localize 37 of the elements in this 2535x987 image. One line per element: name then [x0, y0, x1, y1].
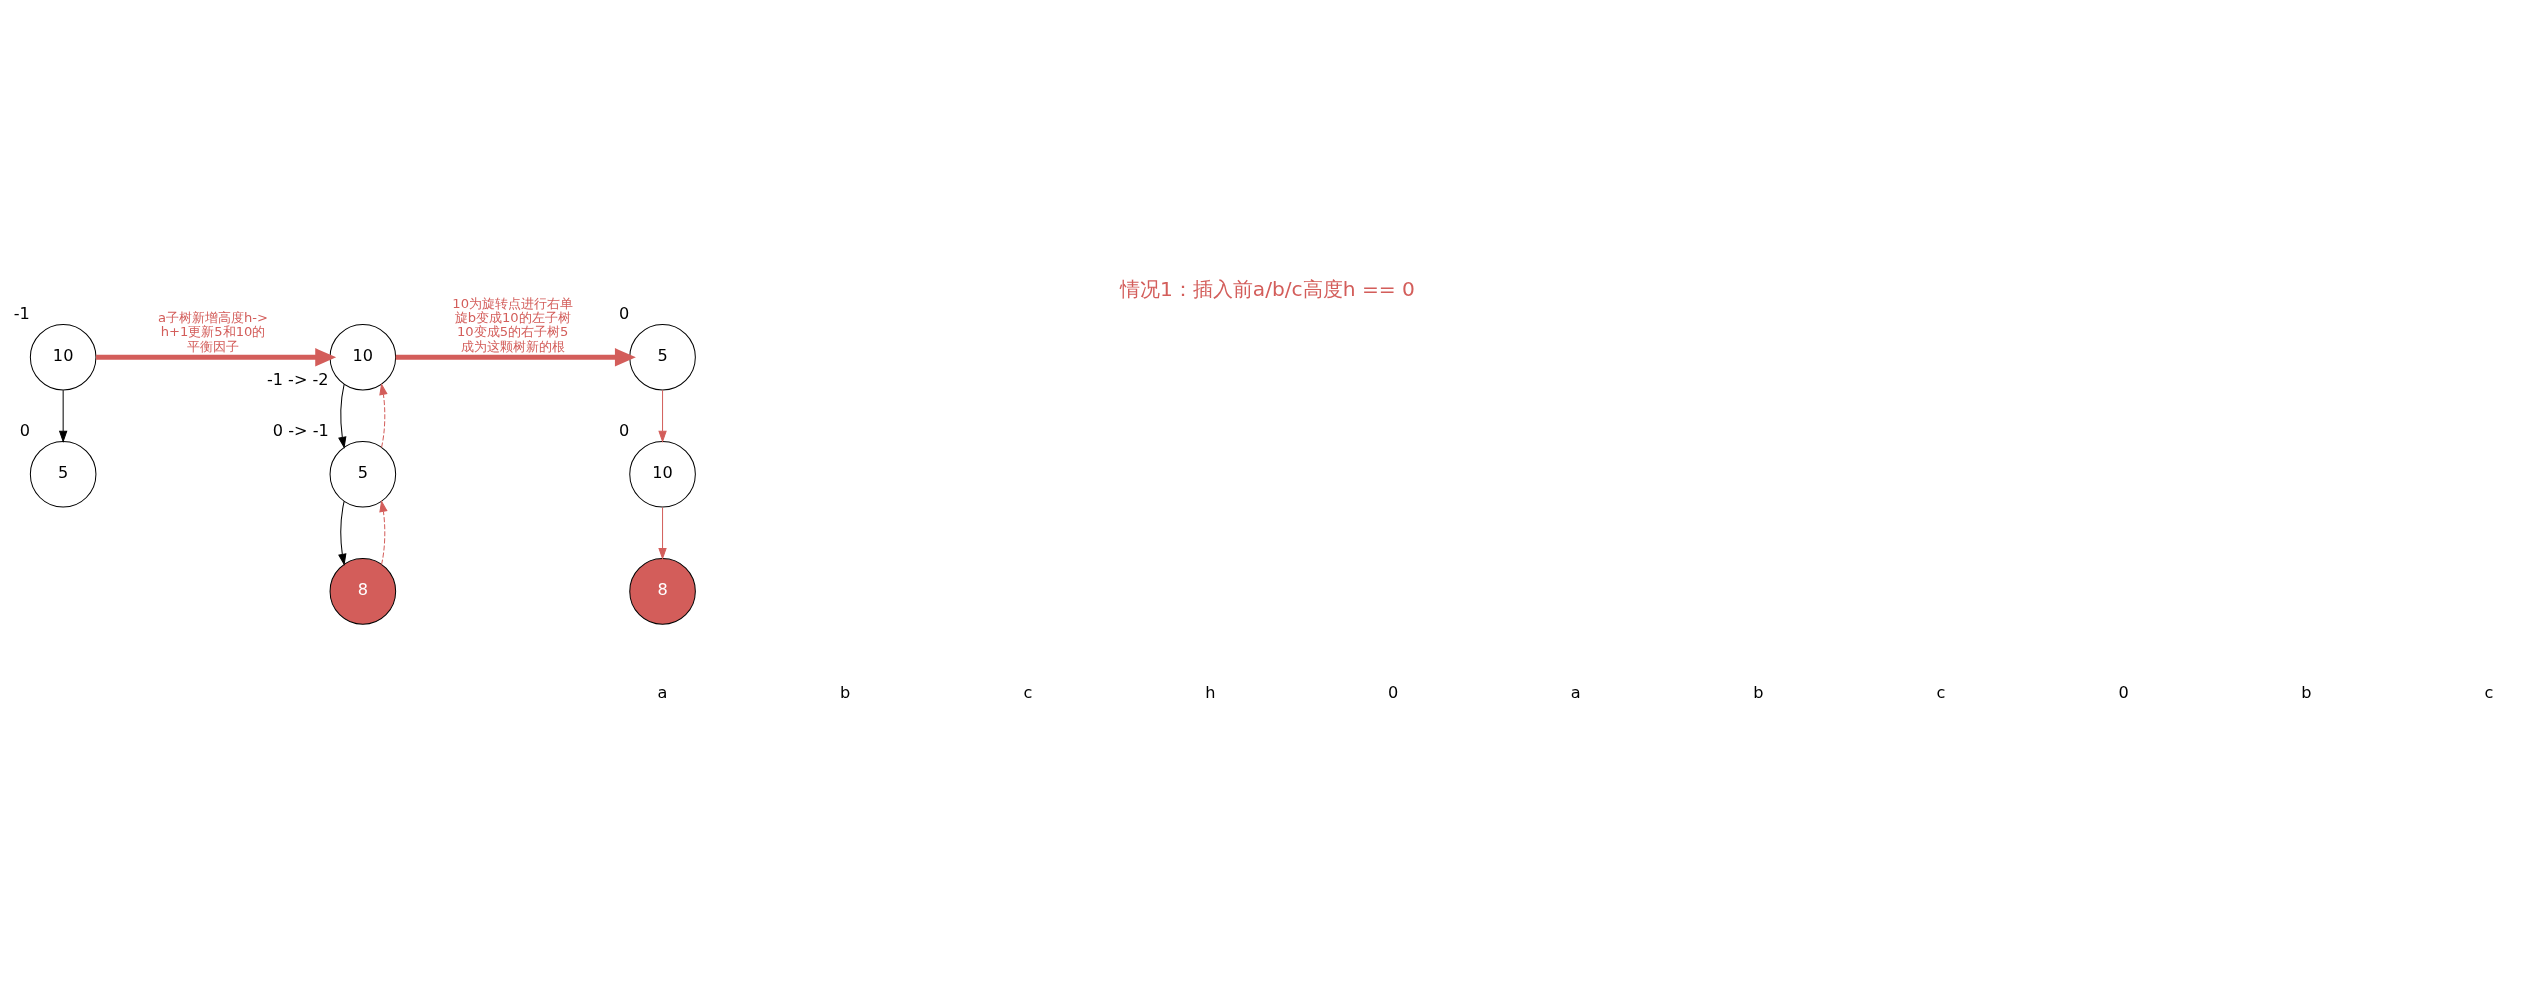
arrow	[395, 347, 636, 366]
label: 0	[1388, 682, 1399, 702]
edge-label: a子树新增高度h->h+1更新5和10的平衡因子	[157, 309, 269, 354]
edge-label: 10为旋转点进行右单旋b变成10的左子树10变成5的右子树5成为这颗树新的根	[452, 295, 574, 354]
label: b	[2301, 682, 2312, 702]
node-circle: 8	[329, 557, 397, 625]
label: c	[2484, 682, 2494, 702]
node-circle: 5	[629, 323, 696, 391]
arrow	[338, 500, 347, 566]
node-circle: 10	[629, 440, 696, 508]
node-label: 0	[619, 420, 630, 440]
label: a	[1570, 682, 1581, 702]
arrow	[338, 383, 347, 449]
label: c	[1936, 682, 1946, 702]
arrow	[96, 347, 337, 366]
label: 0	[2118, 682, 2129, 702]
node-circle: 10	[29, 323, 97, 391]
label: c	[1023, 682, 1033, 702]
node-label: 0	[19, 420, 30, 440]
label: b	[840, 682, 851, 702]
node-circle: 10	[329, 323, 397, 391]
label: a	[657, 682, 668, 702]
label: h	[1205, 682, 1216, 702]
node-circle: 8	[629, 557, 696, 625]
arrow	[658, 506, 667, 560]
node-label: 0 -> -1	[272, 420, 329, 440]
node-label: -1 -> -2	[266, 369, 329, 389]
node-circle: 5	[29, 440, 97, 508]
arrow	[58, 389, 68, 443]
label: b	[1753, 682, 1764, 702]
diagram-title: 情况1：插入前a/b/c高度h == 0	[1120, 276, 1415, 301]
arrow	[658, 389, 667, 443]
arrow	[379, 499, 388, 565]
node-label: 0	[619, 303, 630, 323]
arrow	[379, 382, 388, 448]
node-label: -1	[13, 303, 30, 323]
node-circle: 5	[329, 440, 397, 508]
